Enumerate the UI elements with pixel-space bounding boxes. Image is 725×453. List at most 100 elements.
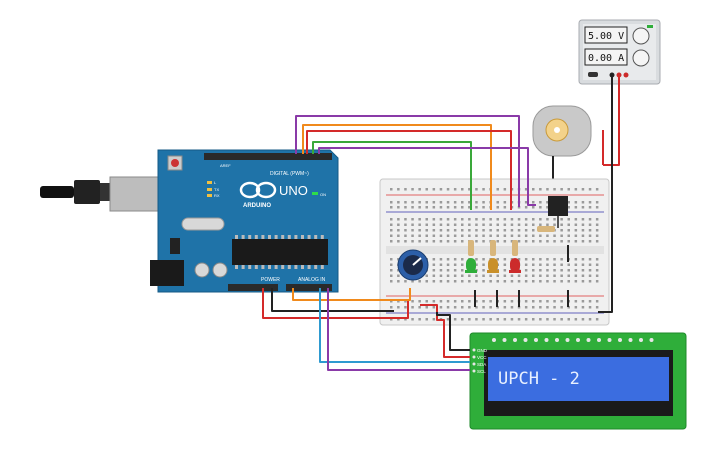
hole — [432, 280, 436, 283]
hole — [581, 188, 585, 191]
hole — [411, 223, 414, 226]
hole — [496, 234, 499, 237]
capacitor-1 — [194, 262, 210, 278]
hole — [425, 206, 428, 209]
hole — [503, 274, 507, 277]
hole — [560, 269, 563, 272]
hole — [503, 318, 507, 321]
power-supply[interactable]: 5.00 V 0.00 A — [578, 19, 661, 85]
current-readout: 0.00 A — [588, 53, 624, 64]
hole — [574, 300, 578, 303]
potentiometer[interactable] — [397, 249, 429, 281]
hole — [404, 306, 407, 309]
hole — [404, 206, 407, 209]
hole — [539, 223, 542, 226]
hole — [390, 240, 393, 243]
chip-pin — [301, 265, 304, 269]
hole — [532, 269, 535, 272]
hole — [432, 300, 436, 303]
wires — [262, 75, 620, 371]
voltage-readout: 5.00 V — [588, 31, 624, 42]
analog-header[interactable] — [286, 284, 332, 291]
hole — [446, 223, 450, 226]
hole — [482, 280, 485, 283]
motor-shaft-center — [554, 127, 560, 133]
resistor-yellow — [490, 240, 496, 256]
hole — [461, 218, 464, 221]
analog-header-label: ANALOG IN — [298, 277, 326, 283]
hole — [461, 300, 464, 303]
chip-pin — [314, 235, 318, 239]
hole — [574, 234, 578, 237]
hole — [574, 223, 578, 226]
hole — [461, 234, 464, 237]
voltage-knob[interactable] — [632, 27, 650, 45]
hole — [524, 223, 528, 226]
arduino-uno[interactable]: UNO ARDUINO DIGITAL (PWM~) POWER ANALOG … — [40, 149, 339, 293]
hole — [524, 229, 528, 232]
lcd-pin-label: VCC — [477, 355, 487, 360]
lcd-top-pin — [628, 338, 633, 342]
hole — [567, 206, 570, 209]
hole — [411, 201, 414, 204]
transistor-body — [548, 196, 568, 216]
digital-header[interactable] — [204, 153, 332, 160]
hole — [532, 274, 535, 277]
hole — [532, 306, 535, 309]
hole — [432, 306, 436, 309]
hole — [482, 318, 485, 321]
wire-3 — [312, 141, 472, 210]
hole — [588, 263, 592, 266]
leds — [465, 258, 521, 273]
chip-pin — [287, 265, 291, 269]
hole — [446, 234, 450, 237]
hole — [439, 240, 443, 243]
dc-motor[interactable] — [532, 105, 604, 200]
hole — [553, 280, 556, 283]
hole — [461, 318, 464, 321]
hole — [432, 274, 436, 277]
hole — [595, 234, 599, 237]
hole — [574, 188, 578, 191]
hole — [439, 274, 443, 277]
hole — [496, 306, 499, 309]
hole — [453, 258, 457, 261]
hole — [532, 318, 535, 321]
hole — [453, 300, 457, 303]
hole — [510, 306, 514, 309]
hole — [468, 223, 471, 226]
hole — [517, 318, 521, 321]
lcd-top-pin — [597, 338, 601, 342]
hole — [475, 300, 478, 303]
green-led — [465, 258, 477, 273]
hole — [404, 223, 407, 226]
chip-pin — [274, 235, 278, 239]
hole — [397, 234, 400, 237]
hole — [510, 229, 514, 232]
hole — [411, 218, 414, 221]
crystal-oscillator — [181, 217, 225, 231]
hole — [468, 234, 471, 237]
hole — [439, 269, 443, 272]
hole — [411, 306, 414, 309]
hole — [588, 218, 592, 221]
hole — [390, 318, 393, 321]
hole — [581, 306, 585, 309]
hole — [532, 223, 535, 226]
power-header[interactable] — [228, 284, 278, 291]
power-switch[interactable] — [588, 72, 598, 77]
hole — [532, 263, 535, 266]
led-l-indicator — [207, 181, 212, 184]
hole — [425, 306, 428, 309]
hole — [425, 234, 428, 237]
hole — [446, 201, 450, 204]
hole — [411, 240, 414, 243]
hole — [496, 280, 499, 283]
hole — [468, 306, 471, 309]
hole — [404, 318, 407, 321]
current-knob[interactable] — [632, 49, 650, 67]
hole — [524, 234, 528, 237]
